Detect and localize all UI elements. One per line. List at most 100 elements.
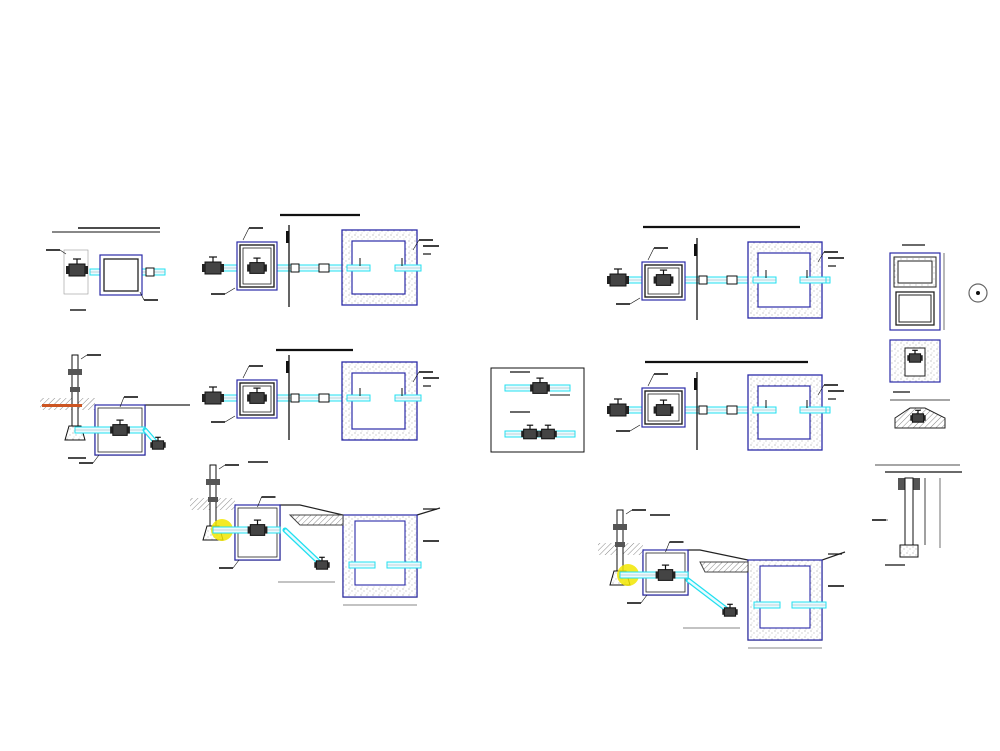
road-surface bbox=[288, 514, 344, 526]
valve-flange bbox=[923, 415, 926, 421]
soil-marker bbox=[42, 404, 82, 407]
legend-box bbox=[490, 367, 585, 453]
valve-icon bbox=[247, 387, 267, 404]
valve-flange bbox=[247, 526, 251, 534]
line bbox=[412, 239, 420, 251]
valve-flange bbox=[264, 394, 267, 402]
valve-body bbox=[315, 560, 329, 570]
meter-box-inner bbox=[242, 385, 272, 413]
valve-flange bbox=[547, 384, 550, 392]
valve-icon bbox=[653, 269, 674, 286]
valve-flange bbox=[110, 426, 113, 434]
valve-body bbox=[609, 273, 627, 287]
road-surface bbox=[699, 561, 749, 573]
line bbox=[242, 365, 250, 379]
valve-icon bbox=[202, 256, 224, 275]
coupling bbox=[318, 393, 330, 403]
valve-body bbox=[541, 428, 555, 440]
drawing-layer bbox=[40, 213, 988, 649]
box-outer bbox=[99, 254, 143, 296]
valve-flange bbox=[722, 609, 725, 615]
valve-icon bbox=[539, 424, 557, 440]
valve-flange bbox=[920, 355, 923, 361]
line bbox=[224, 415, 236, 423]
valve-icon bbox=[907, 349, 923, 363]
valve-flange bbox=[910, 415, 913, 421]
hydrant-nozzle bbox=[68, 369, 82, 375]
riser bbox=[904, 477, 914, 549]
valve-icon bbox=[607, 268, 629, 287]
hydrant-nozzle bbox=[613, 524, 627, 530]
line bbox=[92, 454, 100, 464]
hydrant-flange bbox=[70, 387, 80, 392]
coupling bbox=[726, 275, 738, 285]
detail-box-plan bbox=[889, 244, 945, 331]
lid bbox=[897, 260, 933, 284]
meter-box-wall bbox=[239, 382, 275, 416]
sloped-pipe-core bbox=[284, 529, 323, 566]
base-inner bbox=[898, 294, 932, 323]
valve-flange bbox=[85, 266, 88, 274]
valve-flange bbox=[264, 526, 268, 534]
plan-view-4 bbox=[607, 360, 844, 451]
valve-icon bbox=[66, 258, 88, 277]
detail-section-small bbox=[40, 354, 190, 464]
line bbox=[232, 559, 240, 569]
valve-body bbox=[908, 353, 922, 363]
valve-flange bbox=[670, 406, 674, 414]
section-view-2 bbox=[598, 509, 846, 649]
valve-flange bbox=[672, 571, 676, 579]
valve-body bbox=[911, 413, 925, 423]
line bbox=[640, 594, 648, 604]
valve-body bbox=[249, 262, 265, 274]
chamber-interior bbox=[759, 565, 811, 629]
meter-box-inner bbox=[647, 267, 680, 295]
line bbox=[629, 297, 641, 305]
valve-flange bbox=[653, 406, 657, 414]
base bbox=[895, 291, 935, 326]
valve-body bbox=[204, 391, 222, 405]
line bbox=[257, 496, 262, 508]
valve-flange bbox=[150, 442, 153, 448]
detail-plan-small bbox=[46, 227, 166, 311]
legend-frame bbox=[490, 367, 585, 453]
marker bbox=[286, 231, 289, 243]
line bbox=[218, 464, 226, 470]
compass-dot bbox=[976, 291, 980, 295]
valve-flange bbox=[626, 276, 629, 284]
chamber-section bbox=[278, 508, 439, 606]
hydrant-nozzle bbox=[206, 479, 220, 485]
valve-flange bbox=[907, 355, 910, 361]
valve-icon bbox=[202, 386, 224, 405]
hydrant-flange bbox=[615, 542, 625, 547]
valve-flange bbox=[327, 562, 330, 568]
base-block bbox=[899, 544, 919, 558]
meter-box-wall bbox=[644, 390, 683, 425]
chamber-section bbox=[683, 553, 844, 649]
valve-flange bbox=[66, 266, 69, 274]
valve-flange bbox=[163, 442, 166, 448]
valve-icon bbox=[110, 419, 130, 436]
line bbox=[665, 541, 670, 553]
line bbox=[80, 354, 88, 360]
valve-icon bbox=[910, 409, 926, 423]
valve-flange bbox=[247, 394, 250, 402]
valve-icon bbox=[247, 257, 267, 274]
valve-flange bbox=[221, 264, 224, 272]
chamber-interior bbox=[354, 520, 406, 586]
valve-icon bbox=[607, 398, 629, 417]
valve-flange bbox=[202, 394, 205, 402]
valve-icon bbox=[530, 377, 550, 394]
valve-flange bbox=[539, 430, 542, 438]
valve-body bbox=[112, 424, 128, 436]
valve-body bbox=[655, 274, 672, 286]
valve-flange bbox=[127, 426, 130, 434]
coupling bbox=[290, 393, 300, 403]
valve-flange bbox=[670, 276, 674, 284]
valve-body bbox=[204, 261, 222, 275]
line bbox=[647, 247, 655, 261]
valve-body bbox=[609, 403, 627, 417]
meter-box-inner bbox=[647, 393, 680, 422]
line bbox=[412, 371, 420, 383]
